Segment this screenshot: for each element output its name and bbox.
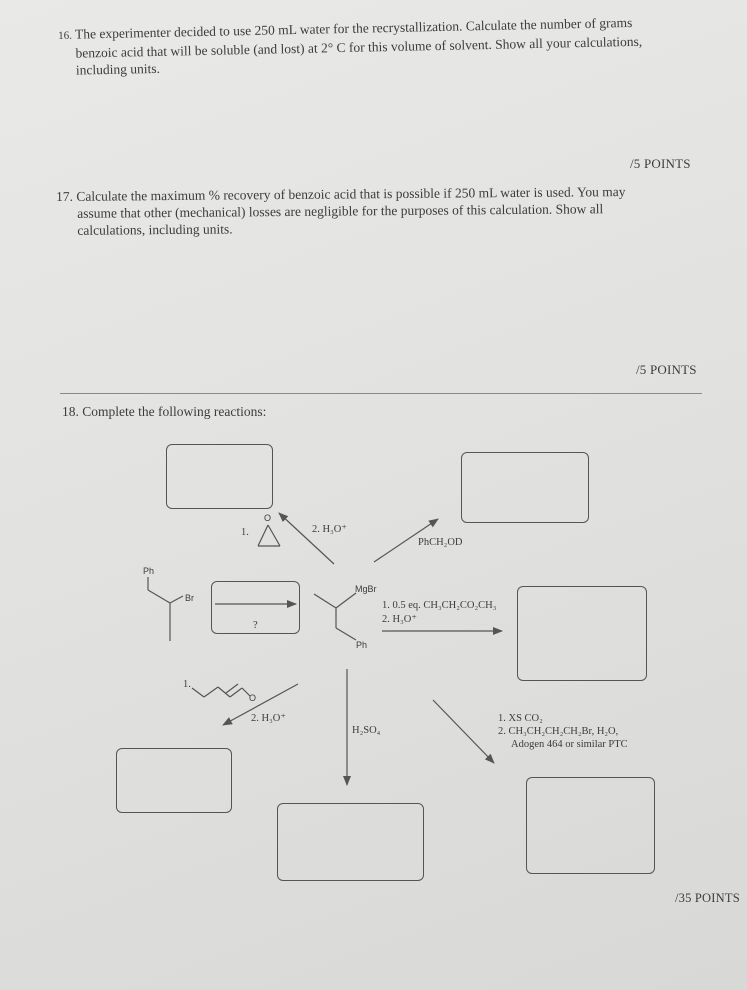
section-divider [60, 393, 702, 394]
answer-box-enone[interactable] [116, 748, 232, 813]
answer-box-acid[interactable] [277, 803, 424, 881]
ester-step-2: 2. H₃O⁺ [382, 614, 417, 625]
question-17-points: /5 POINTS [636, 362, 697, 377]
co2-step-3: Adogen 464 or similar PTC [511, 739, 628, 750]
answer-box-ester[interactable] [517, 586, 647, 681]
enone-oxygen: O [249, 693, 257, 703]
epoxide-step-1: 1. [241, 527, 249, 538]
total-points: /35 POINTS [675, 891, 740, 905]
deuterium-reagent: PhCH₂OD [418, 537, 463, 548]
phenyl-label-bottom: Ph [356, 640, 368, 650]
grignard-structure [313, 592, 357, 641]
grignard-mgbr-label: MgBr [355, 584, 377, 594]
ester-step-1: 1. 0.5 eq. CH₃CH₂CO₂CH₃ [382, 600, 497, 611]
answer-box-co2[interactable] [526, 777, 655, 874]
question-18-title: 18. Complete the following reactions: [62, 404, 267, 419]
co2-step-1: 1. XS CO₂ [498, 713, 543, 724]
answer-box-epoxide[interactable] [166, 444, 273, 509]
acid-reagent: H₂SO₄ [352, 725, 381, 736]
alkyl-bromide-structure [147, 577, 184, 641]
answer-box-unknown-reagent[interactable] [211, 581, 300, 634]
arrow-to-co2-box [432, 699, 495, 764]
answer-box-deuterium[interactable] [461, 452, 589, 523]
co2-step-2: 2. CH₃CH₂CH₂CH₂Br, H₂O, [498, 726, 619, 737]
arrow-to-enone-box [222, 683, 299, 726]
epoxide-step-2: 2. H₃O⁺ [312, 524, 347, 535]
phenyl-label-top: Ph [143, 566, 155, 576]
enone-step-2: 2. H₃O⁺ [251, 713, 286, 724]
epoxide-structure [257, 524, 281, 547]
arrow-to-epoxide-box [278, 512, 335, 565]
unknown-reagent-label: ? [253, 620, 258, 631]
enone-structure [191, 683, 251, 698]
question-16-points: /5 POINTS [630, 156, 691, 171]
bromine-label: Br [185, 593, 194, 603]
enone-step-1: 1. [183, 679, 191, 690]
epoxide-oxygen: O [264, 513, 272, 523]
arrow-to-deuterium-box [373, 518, 439, 563]
